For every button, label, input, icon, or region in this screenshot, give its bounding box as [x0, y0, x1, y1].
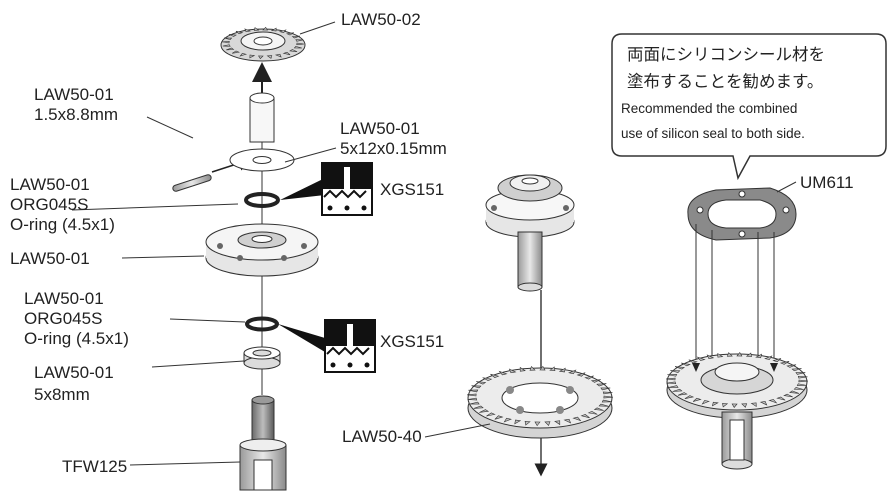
label-xgs-top: XGS151 [380, 180, 444, 199]
label-pin-code: LAW50-01 [34, 85, 114, 104]
bearing [243, 346, 281, 370]
callout-jp-line1: 両面にシリコンシール材を [627, 45, 825, 64]
ring-gear [467, 365, 613, 439]
label-oring1-code: LAW50-01 [10, 175, 90, 194]
label-pin-size: 1.5x8.8mm [34, 105, 118, 124]
o-ring-upper [244, 192, 280, 208]
grease-pointer-lower [278, 324, 325, 352]
right-assembly: 両面にシリコンシール材を 塗布することを勧めます。 Recommended th… [611, 33, 887, 470]
label-oring2-part: ORG045S [24, 309, 102, 328]
callout-en-line2: use of silicon seal to both side. [621, 126, 805, 141]
label-bearing-code: LAW50-01 [34, 363, 114, 382]
label-oring2-desc: O-ring (4.5x1) [24, 329, 129, 348]
callout-jp-line2: 塗布することを勧めます。 [627, 71, 823, 91]
label-ring-gear-code: LAW50-40 [342, 427, 422, 446]
gear-case-unit [485, 174, 575, 292]
small-bevel-gear [220, 26, 306, 62]
o-ring-lower [245, 316, 279, 332]
grease-application-icon [324, 319, 376, 373]
label-shaft-code: TFW125 [62, 457, 127, 476]
label-oring2-code: LAW50-01 [24, 289, 104, 308]
grease-pointer-upper [280, 178, 325, 200]
diff-case [205, 223, 319, 277]
grease-application-icon [321, 162, 373, 216]
gasket [687, 187, 797, 241]
output-shaft [239, 395, 287, 491]
label-bearing-size: 5x8mm [34, 385, 90, 404]
label-oring1-part: ORG045S [10, 195, 88, 214]
label-xgs-bottom: XGS151 [380, 332, 444, 351]
callout-en-line1: Recommended the combined [621, 101, 797, 116]
label-case-code: LAW50-01 [10, 249, 90, 268]
label-law50-02: LAW50-02 [341, 10, 421, 29]
label-shim-code: LAW50-01 [340, 119, 420, 138]
drive-cup-upper [249, 92, 275, 143]
label-shim-size: 5x12x0.15mm [340, 139, 447, 158]
label-gasket-code: UM611 [800, 173, 854, 192]
assembled-ring-gear [666, 352, 808, 470]
left-assembly: LAW50-02 LAW50-01 1.5x8.8mm LAW50-01 5x1… [10, 10, 447, 491]
shim-washer [229, 148, 295, 172]
middle-assembly: LAW50-40 [342, 174, 613, 477]
sealant-callout: 両面にシリコンシール材を 塗布することを勧めます。 Recommended th… [611, 33, 887, 181]
label-oring1-desc: O-ring (4.5x1) [10, 215, 115, 234]
